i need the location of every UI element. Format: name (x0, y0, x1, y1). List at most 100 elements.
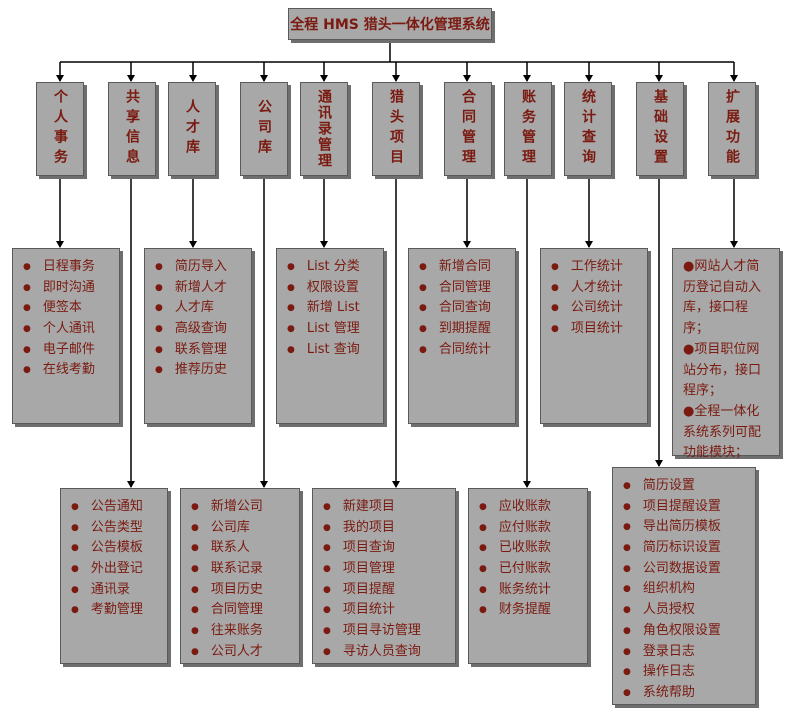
list-item: 通讯录 (71, 580, 167, 601)
contacts-list-box: List 分类 权限设置 新增 List List 管理 List 查询 (276, 248, 384, 424)
list-item: 我的项目 (323, 518, 455, 539)
list-item: 便签本 (23, 298, 119, 319)
stats-list-box: 工作统计 人才统计 公司统计 项目统计 (540, 248, 648, 424)
list-item: 项目管理 (323, 559, 455, 580)
list-item: 合同统计 (419, 340, 515, 361)
category-accounts-label: 账务管理 (520, 89, 536, 169)
list-item: 项目提醒设置 (623, 497, 755, 518)
list-item: 项目历史 (191, 580, 299, 601)
system-title: 全程 HMS 猎头一体化管理系统 (288, 8, 492, 40)
list-item: 个人通讯 (23, 319, 119, 340)
category-stats-label: 统计查询 (580, 89, 596, 169)
list-item: 角色权限设置 (623, 621, 755, 642)
system-title-text: 全程 HMS 猎头一体化管理系统 (290, 17, 490, 33)
list-item: 即时沟通 (23, 278, 119, 299)
list-item: 简历设置 (623, 476, 755, 497)
category-basic-label: 基础设置 (652, 89, 668, 169)
list-item: 合同管理 (419, 278, 515, 299)
list-item: 新增 List (287, 298, 383, 319)
list-item: 操作日志 (623, 662, 755, 683)
list-item: 推荐历史 (155, 360, 251, 381)
list-item: 账务统计 (479, 580, 587, 601)
list-item: 电子邮件 (23, 340, 119, 361)
list-item: 系统帮助 (623, 683, 755, 704)
extend-item: ●网站人才简历登记自动入库，接口程序； (683, 259, 762, 337)
contracts-list-box: 新增合同 合同管理 合同查询 到期提醒 合同统计 (408, 248, 516, 424)
category-contacts-label: 通讯录管理 (316, 89, 332, 169)
list-item: 考勤管理 (71, 600, 167, 621)
extend-item: ●全程一体化系统系列可配功能模块； (683, 403, 762, 461)
category-accounts: 账务管理 (504, 82, 552, 176)
list-item: 新增公司 (191, 497, 299, 518)
list-item: List 查询 (287, 340, 383, 361)
list-item: 组织机构 (623, 579, 755, 600)
shared-list-box: 公告通知 公告类型 公告模板 外出登记 通讯录 考勤管理 (60, 488, 168, 664)
list-item: 公告模板 (71, 538, 167, 559)
personal-list-box: 日程事务 即时沟通 便签本 个人通讯 电子邮件 在线考勤 (12, 248, 120, 424)
category-shared: 共享信息 (108, 82, 156, 176)
list-item: 工作统计 (551, 257, 647, 278)
list-item: 公告通知 (71, 497, 167, 518)
list-item: 项目统计 (551, 319, 647, 340)
category-stats: 统计查询 (564, 82, 612, 176)
list-item: 项目寻访管理 (323, 621, 455, 642)
category-contracts: 合同管理 (444, 82, 492, 176)
list-item: 人员授权 (623, 600, 755, 621)
category-personal: 个人事务 (36, 82, 84, 176)
list-item: 项目统计 (323, 600, 455, 621)
list-item: 联系记录 (191, 559, 299, 580)
list-item: 已付账款 (479, 559, 587, 580)
category-company-label: 公司库 (256, 99, 272, 159)
category-contacts: 通讯录管理 (300, 82, 348, 176)
list-item: 到期提醒 (419, 319, 515, 340)
list-item: 公司统计 (551, 298, 647, 319)
category-shared-label: 共享信息 (124, 89, 140, 169)
category-personal-label: 个人事务 (52, 89, 68, 169)
list-item: 财务提醒 (479, 600, 587, 621)
list-item: 项目提醒 (323, 580, 455, 601)
company-list-box: 新增公司 公司库 联系人 联系记录 项目历史 合同管理 往来账务 公司人才 (180, 488, 300, 664)
accounts-list-box: 应收账款 应付账款 已收账款 已付账款 账务统计 财务提醒 (468, 488, 588, 664)
list-item: 简历标识设置 (623, 538, 755, 559)
list-item: 公司库 (191, 518, 299, 539)
list-item: 登录日志 (623, 642, 755, 663)
extend-text: ●网站人才简历登记自动入库，接口程序； ●项目职位网站分布，接口程序； ●全程一… (673, 249, 779, 464)
category-projects: 猎头项目 (372, 82, 420, 176)
list-item: List 管理 (287, 319, 383, 340)
basic-list-box: 简历设置 项目提醒设置 导出简历模板 简历标识设置 公司数据设置 组织机构 人员… (612, 467, 756, 705)
list-item: 项目查询 (323, 538, 455, 559)
category-talent-label: 人才库 (184, 99, 200, 159)
list-item: List 分类 (287, 257, 383, 278)
category-basic: 基础设置 (636, 82, 684, 176)
category-extend-label: 扩展功能 (724, 89, 740, 169)
list-item: 公司数据设置 (623, 559, 755, 580)
list-item: 人才库 (155, 298, 251, 319)
list-item: 应付账款 (479, 518, 587, 539)
list-item: 简历导入 (155, 257, 251, 278)
category-talent: 人才库 (168, 82, 216, 176)
projects-list-box: 新建项目 我的项目 项目查询 项目管理 项目提醒 项目统计 项目寻访管理 寻访人… (312, 488, 456, 664)
category-projects-label: 猎头项目 (388, 89, 404, 169)
list-item: 联系人 (191, 538, 299, 559)
list-item: 公司人才 (191, 642, 299, 663)
category-company: 公司库 (240, 82, 288, 176)
list-item: 人才统计 (551, 278, 647, 299)
talent-list-box: 简历导入 新增人才 人才库 高级查询 联系管理 推荐历史 (144, 248, 252, 424)
list-item: 外出登记 (71, 559, 167, 580)
list-item: 新建项目 (323, 497, 455, 518)
category-contracts-label: 合同管理 (460, 89, 476, 169)
list-item: 公告类型 (71, 518, 167, 539)
list-item: 合同管理 (191, 600, 299, 621)
extend-item: ●项目职位网站分布，接口程序； (683, 341, 762, 399)
list-item: 联系管理 (155, 340, 251, 361)
list-item: 导出简历模板 (623, 517, 755, 538)
list-item: 往来账务 (191, 621, 299, 642)
category-extend: 扩展功能 (708, 82, 756, 176)
list-item: 合同查询 (419, 298, 515, 319)
list-item: 日程事务 (23, 257, 119, 278)
extend-box: ●网站人才简历登记自动入库，接口程序； ●项目职位网站分布，接口程序； ●全程一… (672, 248, 780, 460)
list-item: 高级查询 (155, 319, 251, 340)
list-item: 权限设置 (287, 278, 383, 299)
list-item: 已收账款 (479, 538, 587, 559)
